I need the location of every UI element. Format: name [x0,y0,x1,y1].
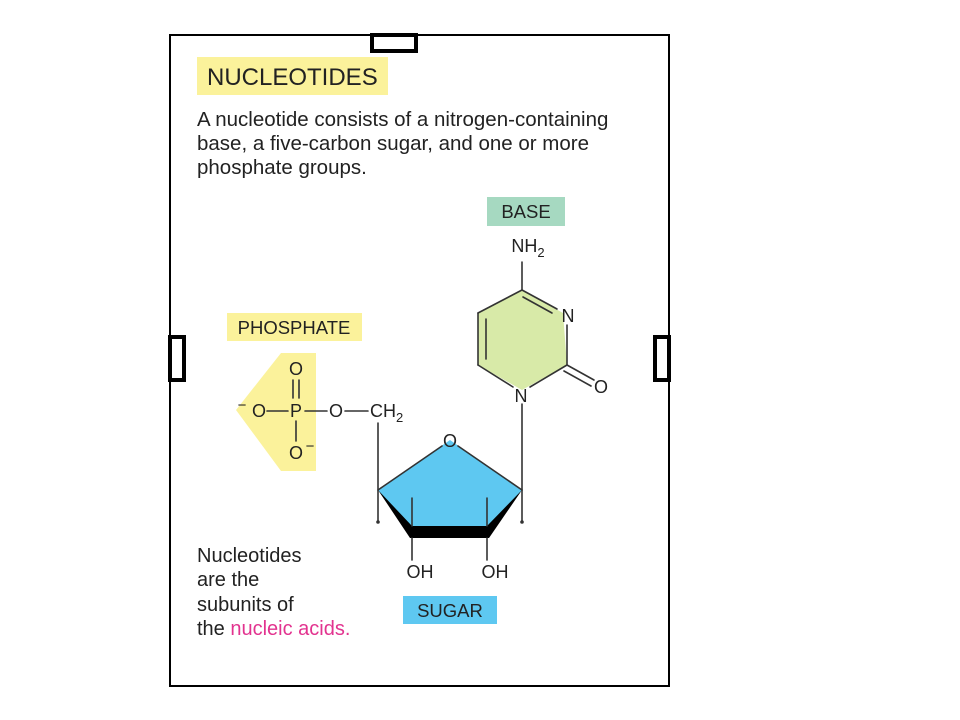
intro-line: phosphate groups. [197,156,367,179]
bond-ring-double [522,296,553,314]
hydroxyl-right: OH [482,562,509,582]
sugar-ring-bold-edge [378,490,522,538]
bond-ring [477,364,514,388]
bond-carbonyl [566,364,595,381]
panel-tab-top [370,33,418,53]
base-ring: NH2 N N O [477,236,608,491]
hydrogen-dot [520,520,524,524]
base-ring-fill [478,290,567,390]
phosphate-label-box [227,313,362,341]
sugar-ring-oxygen: O [443,431,457,451]
phosphorus-atom: P [290,401,302,421]
bond-sugar-ring [457,445,523,491]
caption-line: the nucleic acids. [197,618,350,640]
sugar-label-box [403,596,497,624]
caption-highlight: nucleic acids. [230,618,350,640]
carbonyl-oxygen: O [594,377,608,397]
hydroxyl-left: OH [407,562,434,582]
phosphate-bottom-charge: − [306,438,315,455]
phosphate-label-text: PHOSPHATE [238,317,351,338]
bond-ring [529,364,568,388]
phosphate-group: O P − O O O − [236,353,369,471]
phosphate-oxygen-bottom: O [289,443,303,463]
intro-paragraph: A nucleotide consists of a nitrogen-cont… [197,108,608,179]
slide-panel [169,34,670,687]
title-banner: NUCLEOTIDES [197,57,388,95]
panel-tab-right [653,335,671,382]
phosphate-oxygen-top: O [289,359,303,379]
caption-prefix: the [197,618,230,640]
bond-ring [521,289,558,310]
sugar-label-text: SUGAR [417,600,483,621]
sugar-ring-fill [378,440,522,532]
ring-nitrogen-lower: N [515,386,528,406]
panel-tab-left [168,335,186,382]
base-label-text: BASE [501,201,550,222]
caption-line: Nucleotides [197,545,302,567]
phosphate-label: PHOSPHATE [227,313,362,341]
base-label: BASE [487,197,565,226]
bond-ring [477,289,523,314]
ring-nitrogen-upper: N [562,306,575,326]
phosphate-ester-oxygen: O [329,401,343,421]
sugar-label: SUGAR [403,596,497,624]
methylene-group: CH2 [370,401,403,425]
bond-sugar-ring [377,445,443,491]
intro-line: base, a five-carbon sugar, and one or mo… [197,132,589,155]
amine-group: NH2 [511,236,544,260]
caption-line: are the [197,569,259,591]
caption: Nucleotides are the subunits of the nucl… [197,545,350,640]
sugar-ring: CH2 O OH OH [370,401,524,582]
title-highlight-box [197,57,388,95]
intro-line: A nucleotide consists of a nitrogen-cont… [197,108,608,131]
page-title: NUCLEOTIDES [207,64,378,91]
hydrogen-dot [376,520,380,524]
phosphate-left-charge: − [238,397,247,414]
bond-carbonyl-double [563,370,592,387]
phosphate-oxygen-left: O [252,401,266,421]
caption-line: subunits of [197,594,294,616]
base-label-box [487,197,565,226]
